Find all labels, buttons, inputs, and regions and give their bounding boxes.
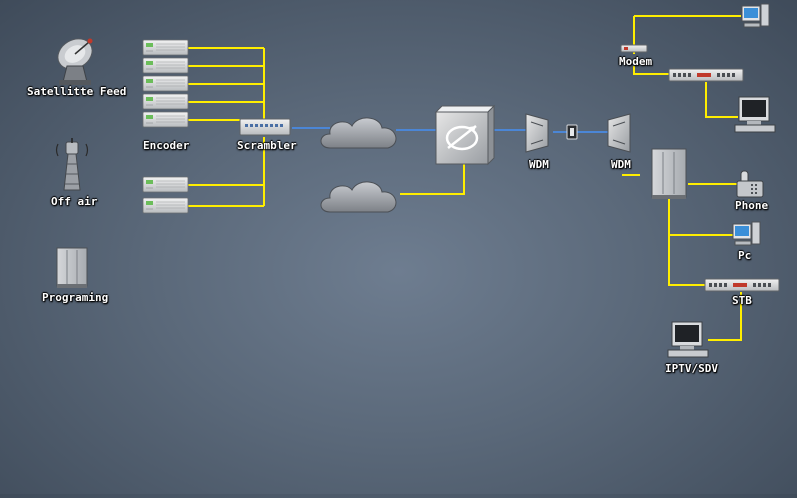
network-cloud-icon: [320, 117, 397, 149]
router-icon: [668, 68, 744, 82]
encoder-label: Encoder: [143, 139, 190, 152]
yellow-links: [188, 15, 742, 341]
wdm-right-label: WDM: [611, 158, 631, 171]
wdm-left-label: WDM: [529, 158, 549, 171]
rack-server-icon: [142, 57, 189, 74]
rack-server-icon: [142, 176, 189, 193]
router-to-workstation-link: [705, 82, 738, 118]
rack-server-icon: [142, 39, 189, 56]
rack-server-icon: [142, 197, 189, 214]
desktop-pc-icon: [732, 221, 761, 246]
phone-label: Phone: [735, 199, 769, 212]
server-cabinet-icon: [56, 247, 88, 288]
satellite-feed-label: Satellitte Feed: [27, 85, 127, 98]
stb-to-iptv-link: [708, 292, 742, 341]
rack-unit-icon: [239, 118, 291, 136]
encoder-rack-icon: [142, 39, 189, 214]
programing-label: Programing: [42, 291, 109, 304]
wdm-icon: [525, 113, 549, 153]
off-air-label: Off air: [51, 195, 98, 208]
scrambler-label: Scrambler: [237, 139, 297, 152]
fiber-links: [292, 127, 610, 133]
modem-icon: [620, 44, 648, 53]
modem-to-router-link: [633, 66, 670, 75]
desktop-pc-icon: [741, 3, 770, 28]
iptv-monitor-icon: [667, 321, 709, 358]
wdm-icon: [607, 113, 631, 153]
set-top-box-icon: [704, 278, 780, 292]
modem-label: Modem: [619, 55, 653, 68]
telephone-icon: [736, 170, 764, 198]
stb-label: STB: [732, 294, 752, 307]
antenna-tower-icon: [55, 138, 89, 191]
iptv-sdv-label: IPTV/SDV: [665, 362, 718, 375]
optical-amplifier-icon: [566, 124, 578, 140]
switch-to-cloud-link: [400, 162, 465, 195]
cabinet-vertical-link: [668, 198, 706, 286]
satellite-dish-icon: [57, 38, 93, 85]
rack-server-icon: [142, 111, 189, 128]
workstation-icon: [734, 96, 776, 133]
optical-switch-icon: [434, 104, 496, 166]
distribution-cabinet-icon: [651, 148, 687, 199]
pc-label: Pc: [738, 249, 752, 262]
network-cloud-icon: [320, 181, 397, 213]
rack-server-icon: [142, 93, 189, 110]
rack-server-icon: [142, 75, 189, 92]
